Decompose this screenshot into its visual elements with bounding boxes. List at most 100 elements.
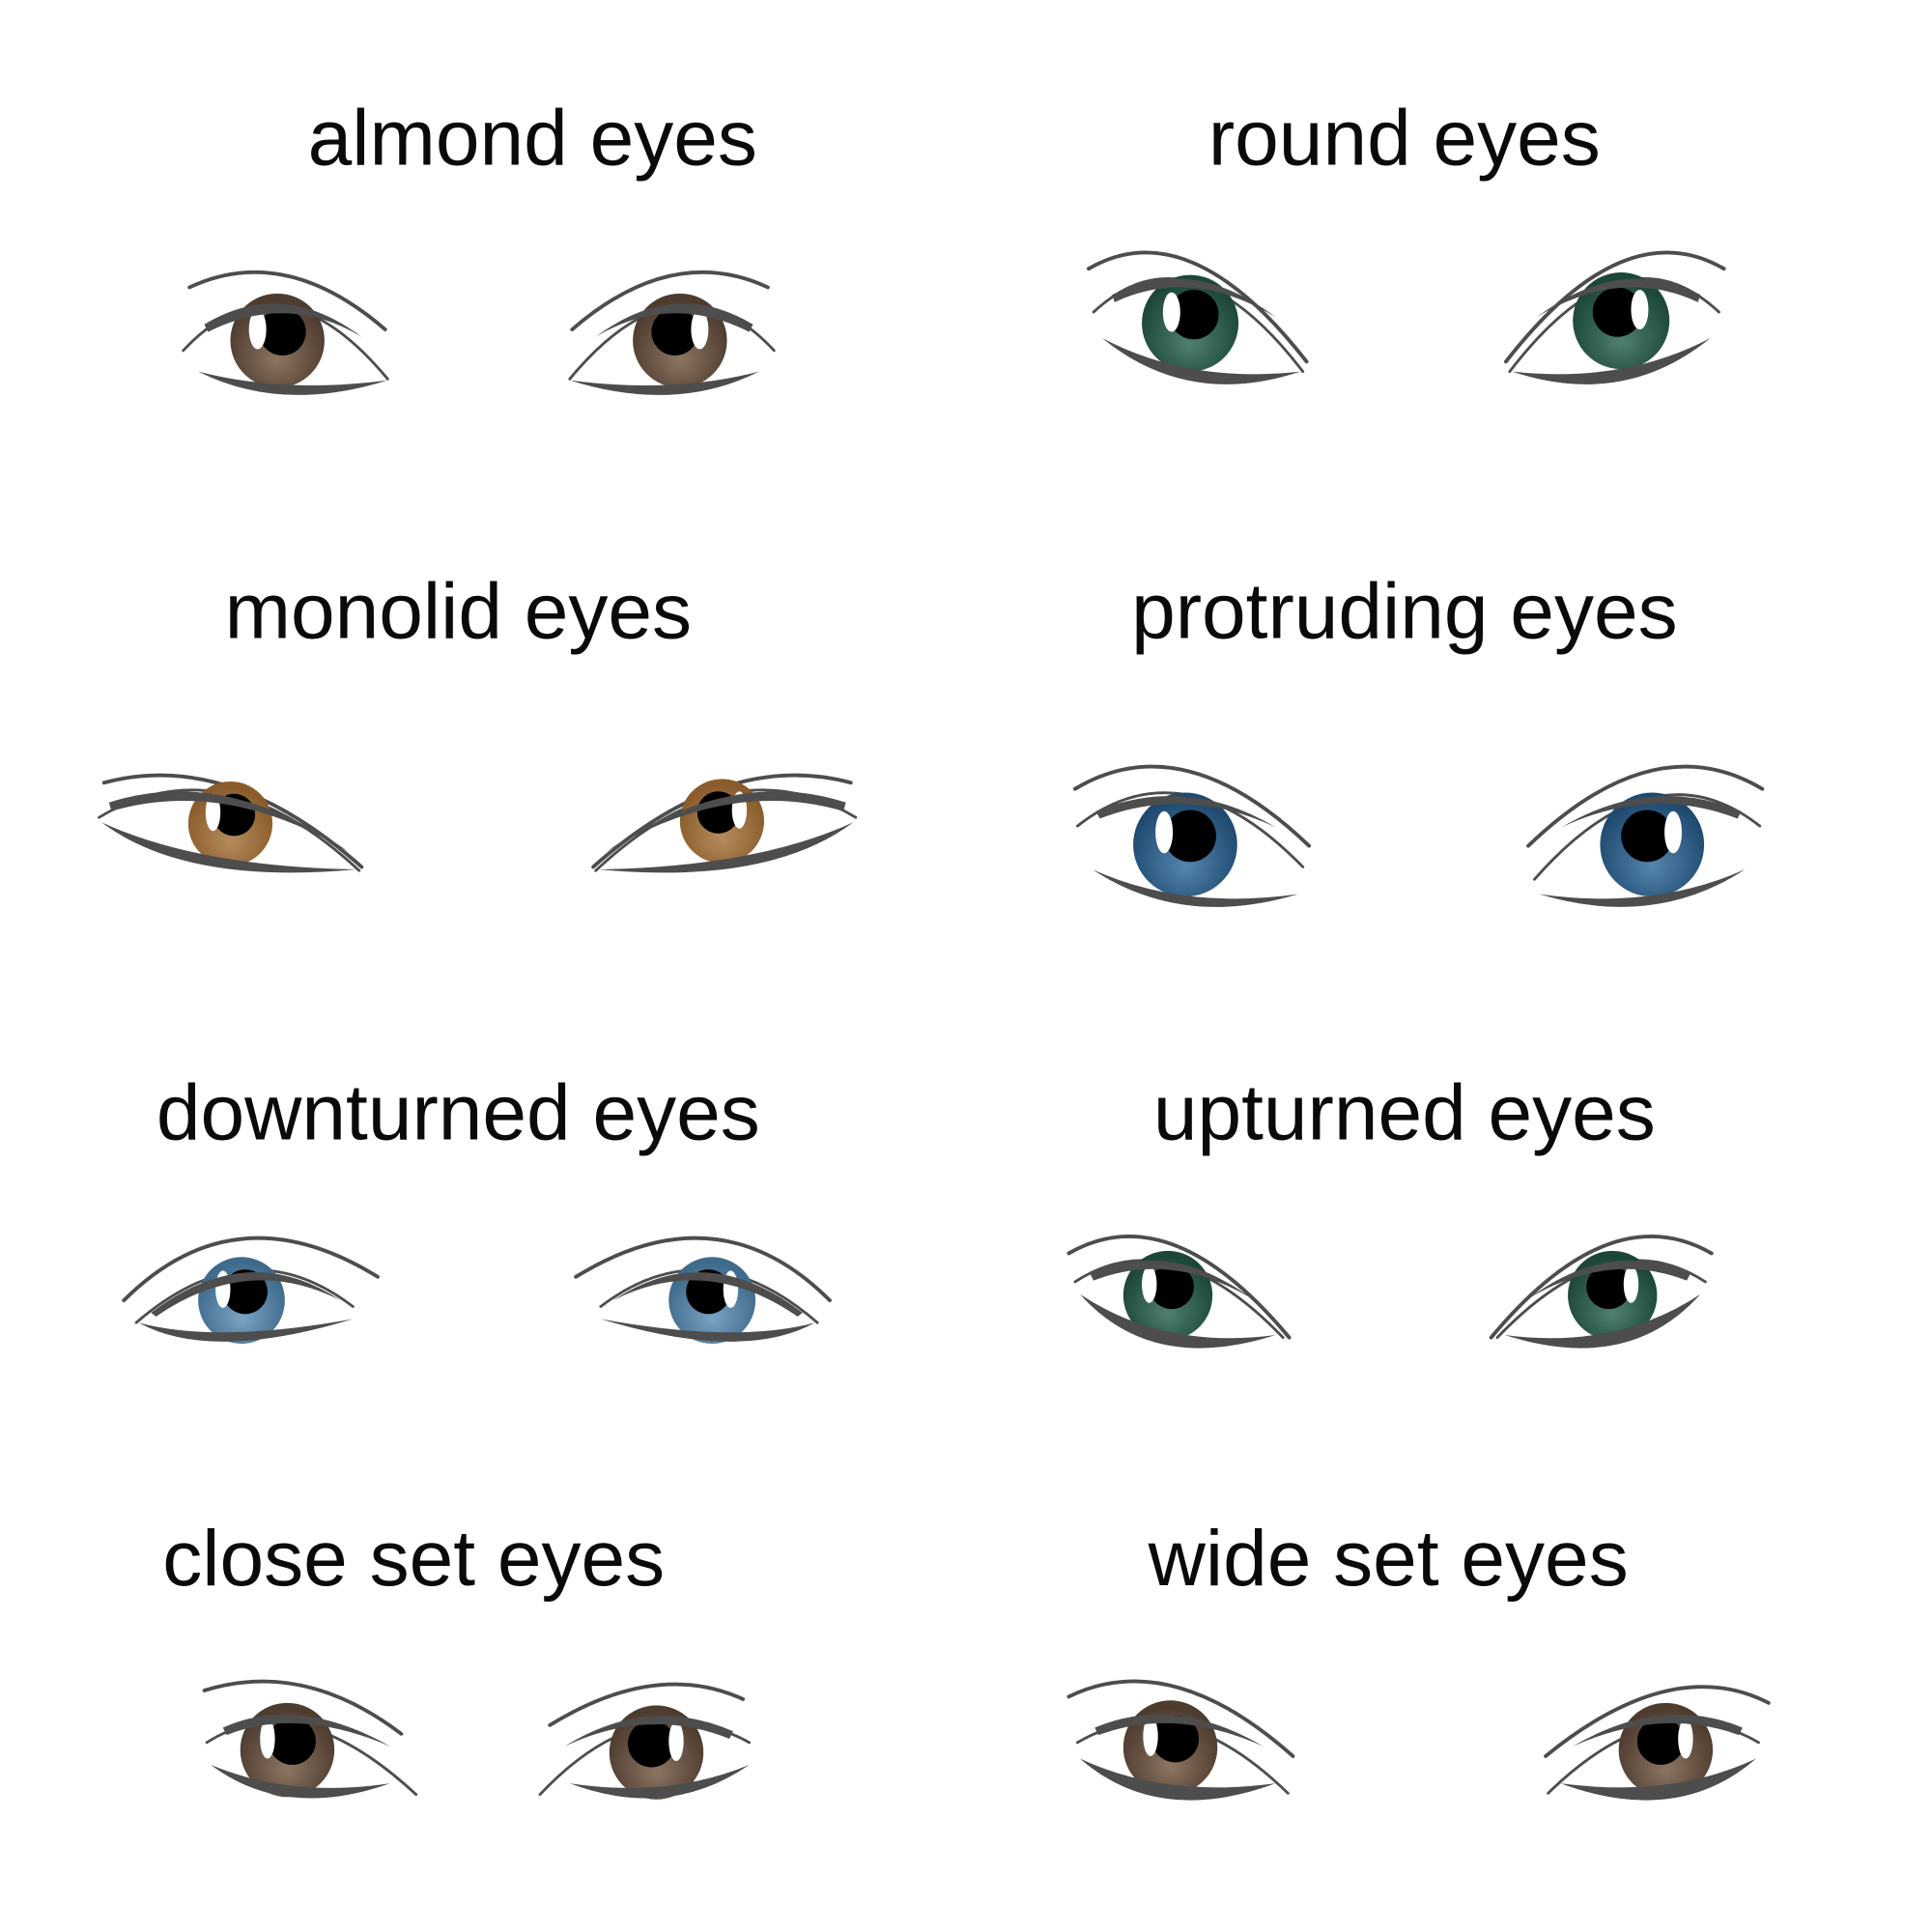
upper-lash-line [1112,278,1276,318]
panel-upturned [1066,1235,1714,1349]
eye-icon-left [1066,1679,1295,1801]
upper-lash-line [595,303,753,337]
pupil [258,308,306,355]
lower-lash-line [210,1764,390,1799]
lower-lash-line [598,822,854,873]
panel-wide-set [1066,1679,1771,1801]
eye-highlight [1155,810,1174,854]
eye-highlight [1143,1716,1158,1756]
upper-lash-line [1095,795,1276,828]
panel-title-round: round eyes [1208,95,1601,183]
upper-lash-line [612,1272,803,1317]
eyelid-crease-line [1526,764,1765,848]
lower-lash-line [1092,869,1298,907]
lower-lash-line [1079,1293,1276,1349]
eye-illustrations [98,250,1771,1801]
eyelid-crease-line [1072,764,1312,848]
panel-close-set [202,1679,752,1800]
pupil [1636,1718,1685,1765]
eye-icon-left [202,1679,418,1799]
pupil [651,308,699,355]
panel-almond [182,270,776,395]
lower-lash-line [600,1319,815,1342]
upper-lash-line [1537,278,1701,318]
upper-lash-line [1090,1260,1251,1298]
eye-highlight [668,1721,684,1762]
eye-icon-right [1526,764,1765,907]
panel-title-upturned: upturned eyes [1153,1068,1656,1156]
lower-lash-line [1504,1293,1701,1349]
lower-lash-line [569,371,759,395]
eyelid-crease-line [1489,1235,1714,1340]
lower-lash-line [1512,338,1711,384]
eye-icon-left [182,270,389,395]
eye-highlight [1623,1265,1639,1303]
eye-icon-left [122,1236,380,1345]
eye-icon-right [538,1682,752,1800]
eye-highlight [205,793,221,832]
eye-icon-right [591,773,858,873]
lower-lash-line [198,371,388,395]
upper-lash-line [1529,1260,1690,1298]
eyelid-crease-line [1066,1679,1295,1758]
eyelid-crease-line [122,1236,380,1303]
eye-icon-right [568,270,776,395]
lower-lash-line [569,1764,750,1799]
upper-lash-line [1573,1714,1743,1747]
eye-icon-right [1504,250,1726,384]
eye-highlight [1162,292,1180,332]
upper-lash-line [1094,1714,1264,1747]
lower-lash-line [101,822,357,873]
eyelid-crease-line [187,270,387,331]
panel-downturned [122,1236,832,1345]
pupil [628,1719,675,1768]
lower-lash-line [1539,869,1746,907]
pupil [1586,1264,1632,1310]
eye-highlight [1142,1265,1157,1303]
eye-icon-left [98,773,364,873]
eye-icon-left [1087,250,1309,384]
panel-title-close-set: close set eyes [162,1515,665,1603]
eye-highlight [1678,1719,1693,1759]
panel-title-almond: almond eyes [308,95,757,183]
eyelid-crease-line [202,1679,404,1736]
panel-title-downturned: downturned eyes [156,1068,760,1156]
pupil [1592,287,1642,337]
pupil [1151,1715,1200,1763]
eyelid-crease-line [1066,1235,1292,1340]
eye-icon-left [1072,764,1312,907]
lower-lash-line [1102,338,1301,384]
eyelid-crease-line [1087,250,1309,364]
upper-lash-line [1561,795,1742,828]
eye-icon-right [574,1236,832,1345]
eye-highlight [1631,290,1649,330]
panel-round [1087,250,1726,384]
upper-lash-line [222,1714,390,1747]
panel-title-monolid: monolid eyes [225,567,692,655]
pupil [1149,1264,1194,1310]
pupil [1164,810,1216,863]
eyelid-crease-line [548,1682,746,1727]
pupil [1169,290,1219,340]
panel-title-wide-set: wide set eyes [1148,1515,1629,1603]
eye-highlight [1664,810,1683,854]
pupil [1621,810,1674,863]
lower-lash-line [138,1319,354,1342]
eye-highlight [691,309,709,350]
upper-lash-line [564,1716,733,1747]
panel-title-protruding: protruding eyes [1131,567,1678,655]
pupil [269,1718,316,1765]
upper-lash-line [204,303,362,337]
lower-lash-line [1560,1758,1756,1801]
panel-monolid [98,773,858,873]
eye-icon-right [1544,1685,1771,1801]
eye-icon-right [1489,1235,1714,1349]
eyelid-crease-line [574,1236,832,1303]
upper-lash-line [108,791,350,853]
eyelid-crease-line [1544,1685,1771,1758]
eyelid-crease-line [570,270,770,331]
lower-lash-line [1079,1758,1276,1801]
upper-lash-line [605,791,846,853]
upper-lash-line [151,1272,341,1317]
